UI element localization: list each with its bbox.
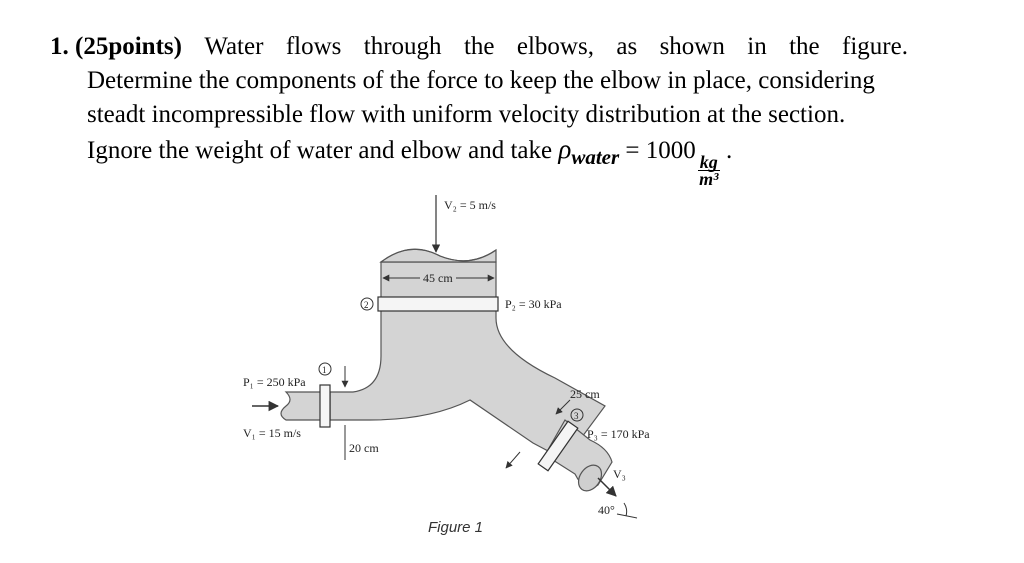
v1-label: V₁ = 15 m/s bbox=[243, 426, 301, 440]
v3-label: V₃ bbox=[613, 467, 626, 481]
v2-label: V₂ = 5 m/s bbox=[444, 198, 496, 212]
line4-text: Ignore the weight of water and elbow and… bbox=[87, 137, 553, 164]
d1-label: 20 cm bbox=[349, 441, 379, 455]
angle-label: 40° bbox=[598, 503, 615, 517]
word: in bbox=[747, 33, 767, 60]
word: the bbox=[463, 33, 495, 60]
problem-number: 1. bbox=[50, 33, 69, 60]
problem-line-3: steadt incompressible flow with uniform … bbox=[87, 101, 846, 128]
p2-label: P₂ = 30 kPa bbox=[505, 297, 562, 311]
problem-line-1: 1. (25points) Water flows through the el… bbox=[50, 30, 908, 64]
p1-label: P₁ = 250 kPa bbox=[243, 375, 306, 389]
word: figure. bbox=[842, 33, 908, 60]
problem-line-4: Ignore the weight of water and elbow and… bbox=[50, 132, 920, 189]
section-3-label: 3 bbox=[574, 411, 579, 421]
unit-denominator: m³ bbox=[699, 169, 719, 189]
section-1-label: 1 bbox=[322, 365, 327, 375]
word: elbows, bbox=[516, 33, 594, 60]
d2-label: 45 cm bbox=[423, 271, 453, 285]
word: as bbox=[616, 33, 638, 60]
word: shown bbox=[659, 33, 725, 60]
period: . bbox=[726, 137, 733, 164]
p3-label: P₃ = 170 kPa bbox=[587, 427, 650, 441]
word: the bbox=[789, 33, 820, 60]
word: flows bbox=[285, 33, 342, 60]
problem-points: (25points) bbox=[75, 33, 182, 60]
equals-value: = 1000 bbox=[625, 137, 696, 164]
d3-label: 25 cm bbox=[570, 387, 600, 401]
problem-statement: 1. (25points) Water flows through the el… bbox=[50, 30, 920, 189]
word: through bbox=[363, 33, 442, 60]
rho-subscript: water bbox=[571, 145, 620, 169]
figure-caption: Figure 1 bbox=[428, 519, 483, 536]
section-2-label: 2 bbox=[364, 300, 369, 310]
flange-3 bbox=[537, 420, 579, 472]
rho-symbol: ρwater bbox=[558, 134, 620, 169]
problem-line-2: Determine the components of the force to… bbox=[87, 67, 875, 94]
inlet-pipe bbox=[280, 391, 331, 421]
unit-numerator: kg bbox=[697, 152, 720, 172]
flange-1 bbox=[319, 384, 331, 428]
flange-2 bbox=[377, 296, 499, 312]
word: Water bbox=[204, 33, 264, 60]
